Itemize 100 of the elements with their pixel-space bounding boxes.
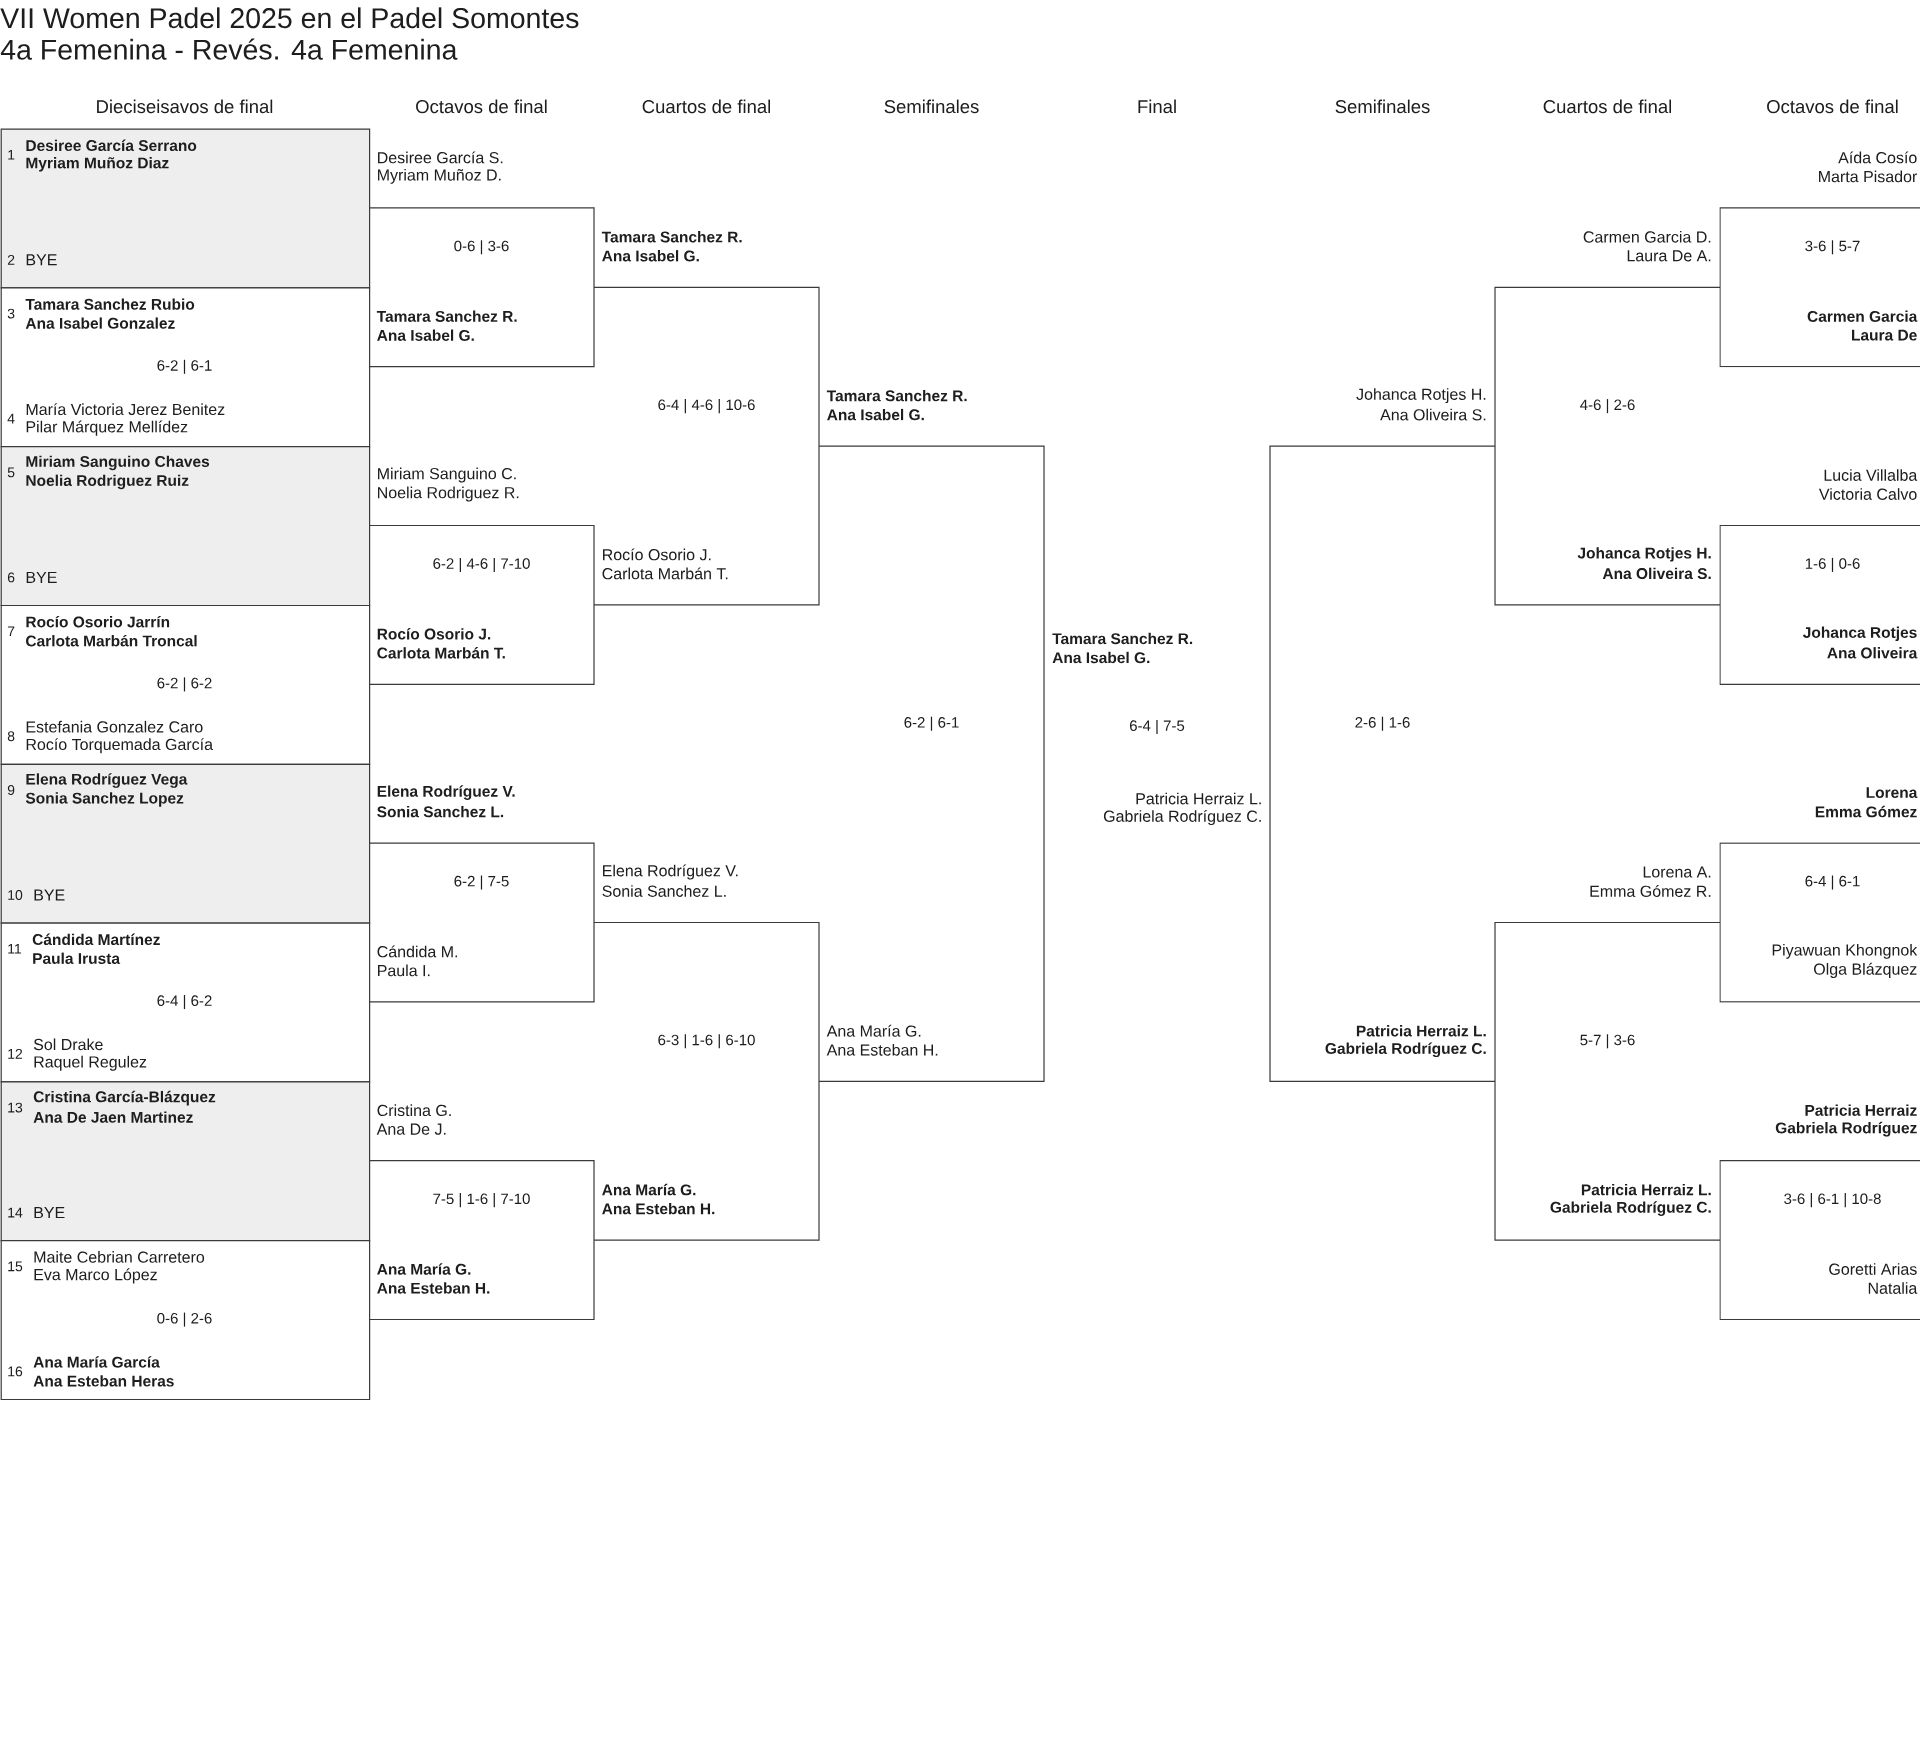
seed-number: 1 (8, 150, 15, 160)
player-name: Cristina García-Blázquez (33, 1090, 216, 1106)
player-name: Carmen Garcia D. (1583, 230, 1711, 243)
seed-number: 11 (8, 944, 22, 954)
title: VII Women Padel 2025 en el Padel Somontes (0, 7, 579, 29)
player-name: Ana Isabel Gonzalez (25, 317, 175, 329)
player-name: Gabriela Rodríguez C. (1325, 1042, 1486, 1058)
seed-number: 8 (7, 731, 15, 742)
subtitle: 4a Femenina - Revés. 4a Femenina (0, 38, 458, 60)
player-name: Cándida Martínez (32, 933, 160, 946)
player-name: Cristina G. (377, 1104, 451, 1117)
seed-number: 14 (8, 1207, 23, 1218)
bye-label: BYE (34, 889, 65, 901)
player-name: Desiree García Serrano (26, 139, 197, 152)
seed-number: 3 (7, 308, 15, 319)
bye-label: BYE (34, 1207, 65, 1219)
player-name: Ana Esteban H. (826, 1043, 938, 1056)
round-heading: Semifinales (884, 99, 979, 114)
seed-number: 7 (7, 626, 15, 636)
seed-number: 5 (7, 467, 15, 478)
bye-label: BYE (26, 254, 57, 266)
player-name: Patricia Herraiz L. (1356, 1025, 1486, 1037)
score: 1-6 | 0-6 (1805, 557, 1860, 572)
player-name: Sonia Sanchez L. (377, 805, 504, 818)
player-name: Sonia Sanchez Lopez (25, 792, 184, 807)
player-name: Maite Cebrian Carretero (34, 1251, 205, 1263)
player-name: Cándida M. (377, 945, 458, 958)
player-name: Ana Isabel G. (377, 329, 474, 341)
player-name: Olga Blázquez (1814, 962, 1917, 978)
player-name: Lorena A. (1643, 866, 1711, 878)
player-name: Johanca Rotjes H. (1356, 388, 1486, 404)
seed-number: 9 (7, 785, 15, 795)
score: 3-6 | 6-1 | 10-8 (1784, 1193, 1881, 1208)
player-name: Elena Rodríguez V. (603, 864, 738, 880)
player-name: Tamara Sanchez R. (601, 231, 742, 243)
player-name: Eva Marco López (34, 1268, 157, 1284)
player-name: Tamara Sanchez R. (376, 310, 517, 322)
player-name: Desiree García S. (378, 151, 503, 164)
score: 6-4 | 6-1 (1805, 875, 1860, 890)
seed-number: 4 (7, 413, 15, 424)
player-name: Ana De Jaen Martinez (33, 1111, 193, 1123)
seed-number: 15 (8, 1261, 23, 1272)
player-name: Laura De A. (1627, 250, 1711, 262)
score: 6-2 | 6-1 (904, 716, 959, 731)
seed-number: 6 (7, 572, 15, 583)
player-name: Ana María G. (826, 1024, 921, 1037)
score: 6-2 | 6-2 (157, 677, 212, 692)
bye-label: BYE (26, 571, 57, 583)
score: 2-6 | 1-6 (1355, 716, 1410, 731)
score: 5-7 | 3-6 (1580, 1034, 1635, 1049)
player-name: Paula I. (378, 964, 430, 977)
player-name: Johanca Rotjes H. (1577, 547, 1711, 562)
player-name: Elena Rodríguez Vega (26, 773, 188, 788)
round-heading: Semifinales (1335, 99, 1430, 114)
player-name: Piyawuan Khongnok (1772, 943, 1918, 959)
player-name: Miriam Sanguino Chaves (26, 455, 210, 471)
player-name: Emma Gómez R. (1590, 885, 1711, 897)
player-name: Ana María G. (377, 1263, 471, 1275)
player-name: Gabriela Rodríguez (1775, 1121, 1917, 1137)
player-name: Rocío Osorio Jarrín (26, 615, 170, 628)
player-name: Emma Gómez (1815, 805, 1917, 818)
player-name: Rocío Torquemada García (26, 738, 213, 754)
player-name: Laura De (1852, 329, 1917, 341)
player-name: Ana Oliveira S. (1380, 408, 1486, 421)
score: 6-4 | 4-6 | 10-6 (658, 399, 755, 414)
player-name: Rocío Osorio J. (377, 628, 491, 640)
player-name: Ana Oliveira (1827, 647, 1918, 659)
player-name: Johanca Rotjes (1803, 626, 1917, 641)
player-name: Ana Oliveira S. (1602, 567, 1711, 580)
round-heading: Cuartos de final (642, 99, 770, 114)
round-heading: Octavos de final (416, 99, 547, 114)
player-name: Ana Esteban H. (602, 1202, 715, 1215)
player-name: Patricia Herraiz (1805, 1104, 1917, 1116)
score: 7-5 | 1-6 | 7-10 (433, 1193, 530, 1208)
seed-number: 16 (8, 1366, 23, 1377)
player-name: Lorena (1866, 787, 1918, 798)
player-name: Aída Cosío (1838, 151, 1917, 164)
seed-number: 2 (7, 254, 15, 265)
score: 0-6 | 2-6 (157, 1312, 212, 1327)
player-name: Carlota Marbán T. (377, 647, 505, 659)
player-name: Tamara Sanchez R. (826, 389, 967, 402)
player-name: Noelia Rodriguez R. (378, 486, 519, 502)
score: 6-2 | 4-6 | 7-10 (433, 557, 530, 572)
score: 6-4 | 6-2 (157, 995, 212, 1010)
player-name: Ana María García (33, 1356, 160, 1368)
player-name: Estefania Gonzalez Caro (26, 720, 203, 733)
player-name: Carlota Marbán T. (602, 567, 728, 580)
player-name: Marta Pisador (1819, 170, 1918, 183)
player-name: Ana De J. (376, 1123, 446, 1135)
player-name: Sonia Sanchez L. (602, 885, 726, 897)
player-name: Ana María G. (602, 1183, 696, 1196)
player-name: Raquel Regulez (34, 1055, 147, 1071)
player-name: Ana Isabel G. (827, 408, 924, 421)
player-name: Ana Esteban H. (377, 1282, 490, 1294)
player-name: Tamara Sanchez Rubio (25, 298, 195, 310)
player-name: Gabriela Rodríguez C. (1550, 1201, 1711, 1216)
score: 6-2 | 7-5 (454, 875, 509, 890)
player-name: Myriam Muñoz D. (378, 168, 501, 184)
round-heading: Octavos de final (1767, 99, 1898, 114)
player-name: Rocío Osorio J. (603, 548, 711, 561)
